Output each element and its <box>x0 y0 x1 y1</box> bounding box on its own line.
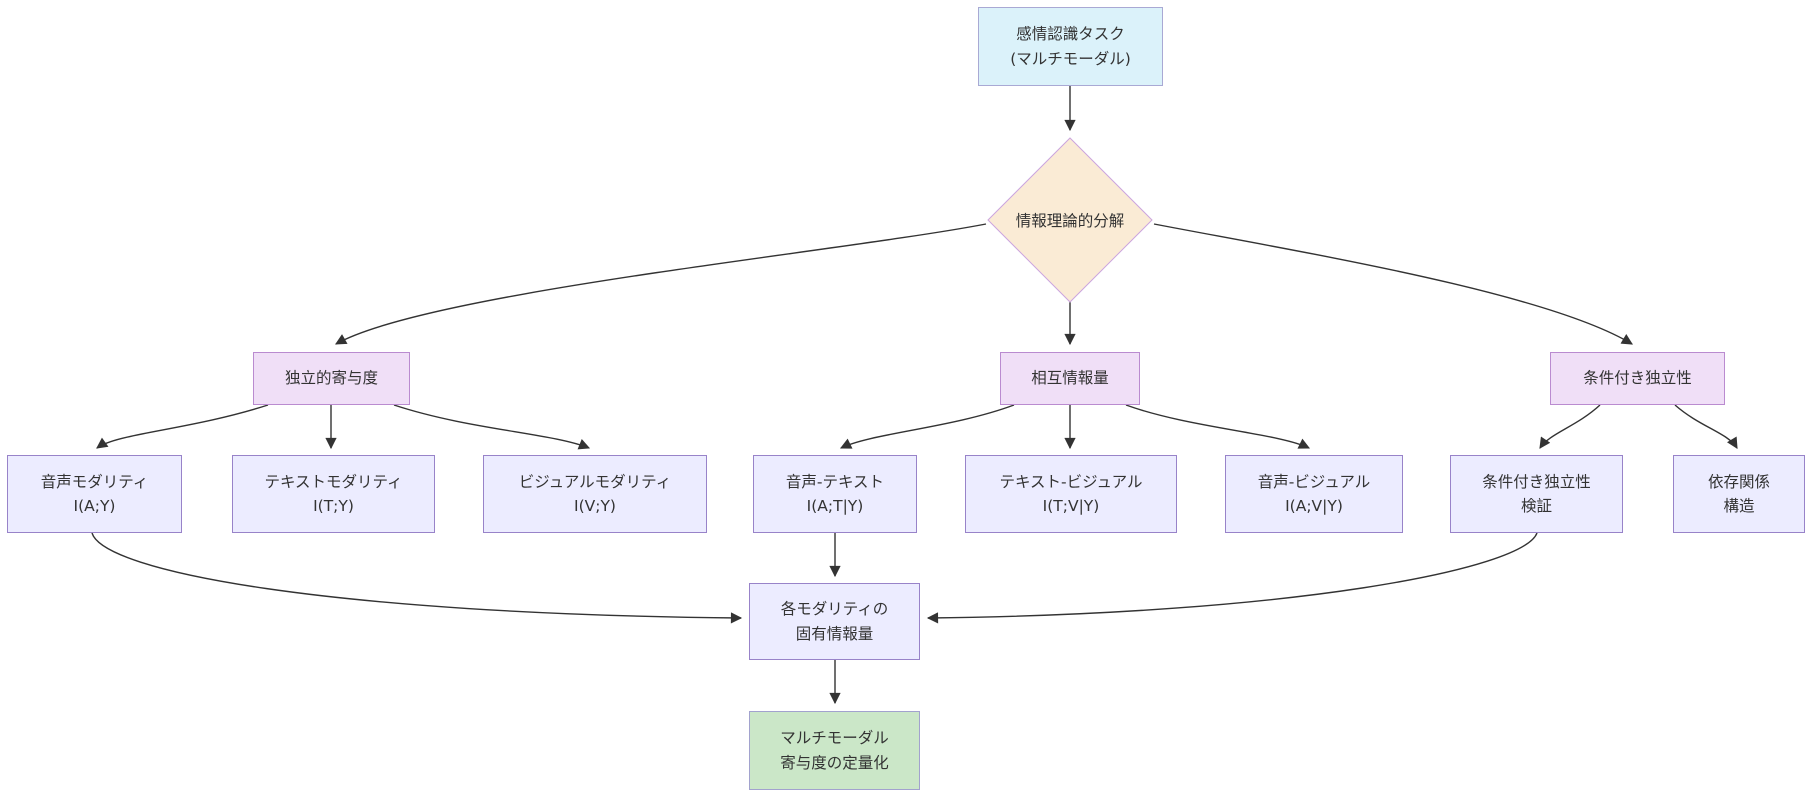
node-audio-visual: 音声-ビジュアル I(A;V|Y) <box>1225 455 1403 533</box>
node-civ-sublabel: 検証 <box>1520 497 1552 515</box>
edge-condind-civ <box>1539 404 1601 449</box>
node-visual-label: ビジュアルモダリティ <box>518 472 672 491</box>
node-conditional-independence-verification: 条件付き独立性 検証 <box>1450 455 1623 533</box>
node-tv-label: テキスト-ビジュアル <box>999 472 1143 491</box>
node-mutual-information: 相互情報量 <box>1000 352 1140 405</box>
edge-decision-indep <box>335 223 987 345</box>
edge-audio-unique <box>91 532 743 624</box>
node-textm-label: テキストモダリティ <box>264 472 403 491</box>
node-dep-sublabel: 構造 <box>1723 497 1755 515</box>
edge-civ-unique <box>926 532 1538 624</box>
edge-decision-condind <box>1153 223 1633 345</box>
node-visual-formula: I(V;Y) <box>574 497 616 515</box>
node-unique-sublabel: 固有情報量 <box>795 624 874 643</box>
node-at-formula: I(A;T|Y) <box>806 497 864 515</box>
node-independent-contribution: 独立的寄与度 <box>253 352 410 405</box>
node-mutual-label: 相互情報量 <box>1031 369 1109 388</box>
node-visual-modality: ビジュアルモダリティ I(V;Y) <box>483 455 707 533</box>
node-at-label: 音声-テキスト <box>785 472 885 491</box>
node-text-modality: テキストモダリティ I(T;Y) <box>232 455 435 533</box>
node-decision-label: 情報理論的分解 <box>970 206 1170 234</box>
node-task: 感情認識タスク (マルチモーダル) <box>978 7 1163 86</box>
node-audio-text: 音声-テキスト I(A;T|Y) <box>753 455 917 533</box>
edge-condind-dep <box>1674 404 1738 449</box>
node-condind-label: 条件付き独立性 <box>1583 369 1692 388</box>
node-quant-sublabel: 寄与度の定量化 <box>780 753 889 772</box>
node-quantification-result: マルチモーダル 寄与度の定量化 <box>749 711 920 790</box>
decision-text: 情報理論的分解 <box>1015 212 1125 230</box>
node-audio-modality: 音声モダリティ I(A;Y) <box>7 455 182 533</box>
node-task-label: 感情認識タスク <box>1016 25 1125 44</box>
node-audio-formula: I(A;Y) <box>73 497 116 515</box>
node-indep-label: 独立的寄与度 <box>284 369 378 388</box>
node-text-visual: テキスト-ビジュアル I(T;V|Y) <box>965 455 1177 533</box>
node-audio-label: 音声モダリティ <box>40 472 149 491</box>
edge-mutual-av <box>1125 404 1311 449</box>
node-civ-label: 条件付き独立性 <box>1482 472 1591 491</box>
edge-indep-visual <box>393 404 591 450</box>
node-av-label: 音声-ビジュアル <box>1257 472 1371 491</box>
node-dependency-structure: 依存関係 構造 <box>1673 455 1805 533</box>
node-conditional-independence: 条件付き独立性 <box>1550 352 1725 405</box>
node-textm-formula: I(T;Y) <box>313 497 354 515</box>
decision-diamond-shape <box>987 137 1153 303</box>
node-task-sublabel: (マルチモーダル) <box>1010 49 1131 68</box>
node-unique-label: 各モダリティの <box>780 600 889 619</box>
edge-mutual-at <box>839 404 1015 449</box>
node-av-formula: I(A;V|Y) <box>1285 497 1343 515</box>
node-unique-information: 各モダリティの 固有情報量 <box>749 583 920 660</box>
node-dep-label: 依存関係 <box>1707 472 1770 491</box>
node-tv-formula: I(T;V|Y) <box>1042 497 1100 515</box>
edge-indep-audio <box>96 404 269 449</box>
node-quant-label: マルチモーダル <box>780 729 889 748</box>
